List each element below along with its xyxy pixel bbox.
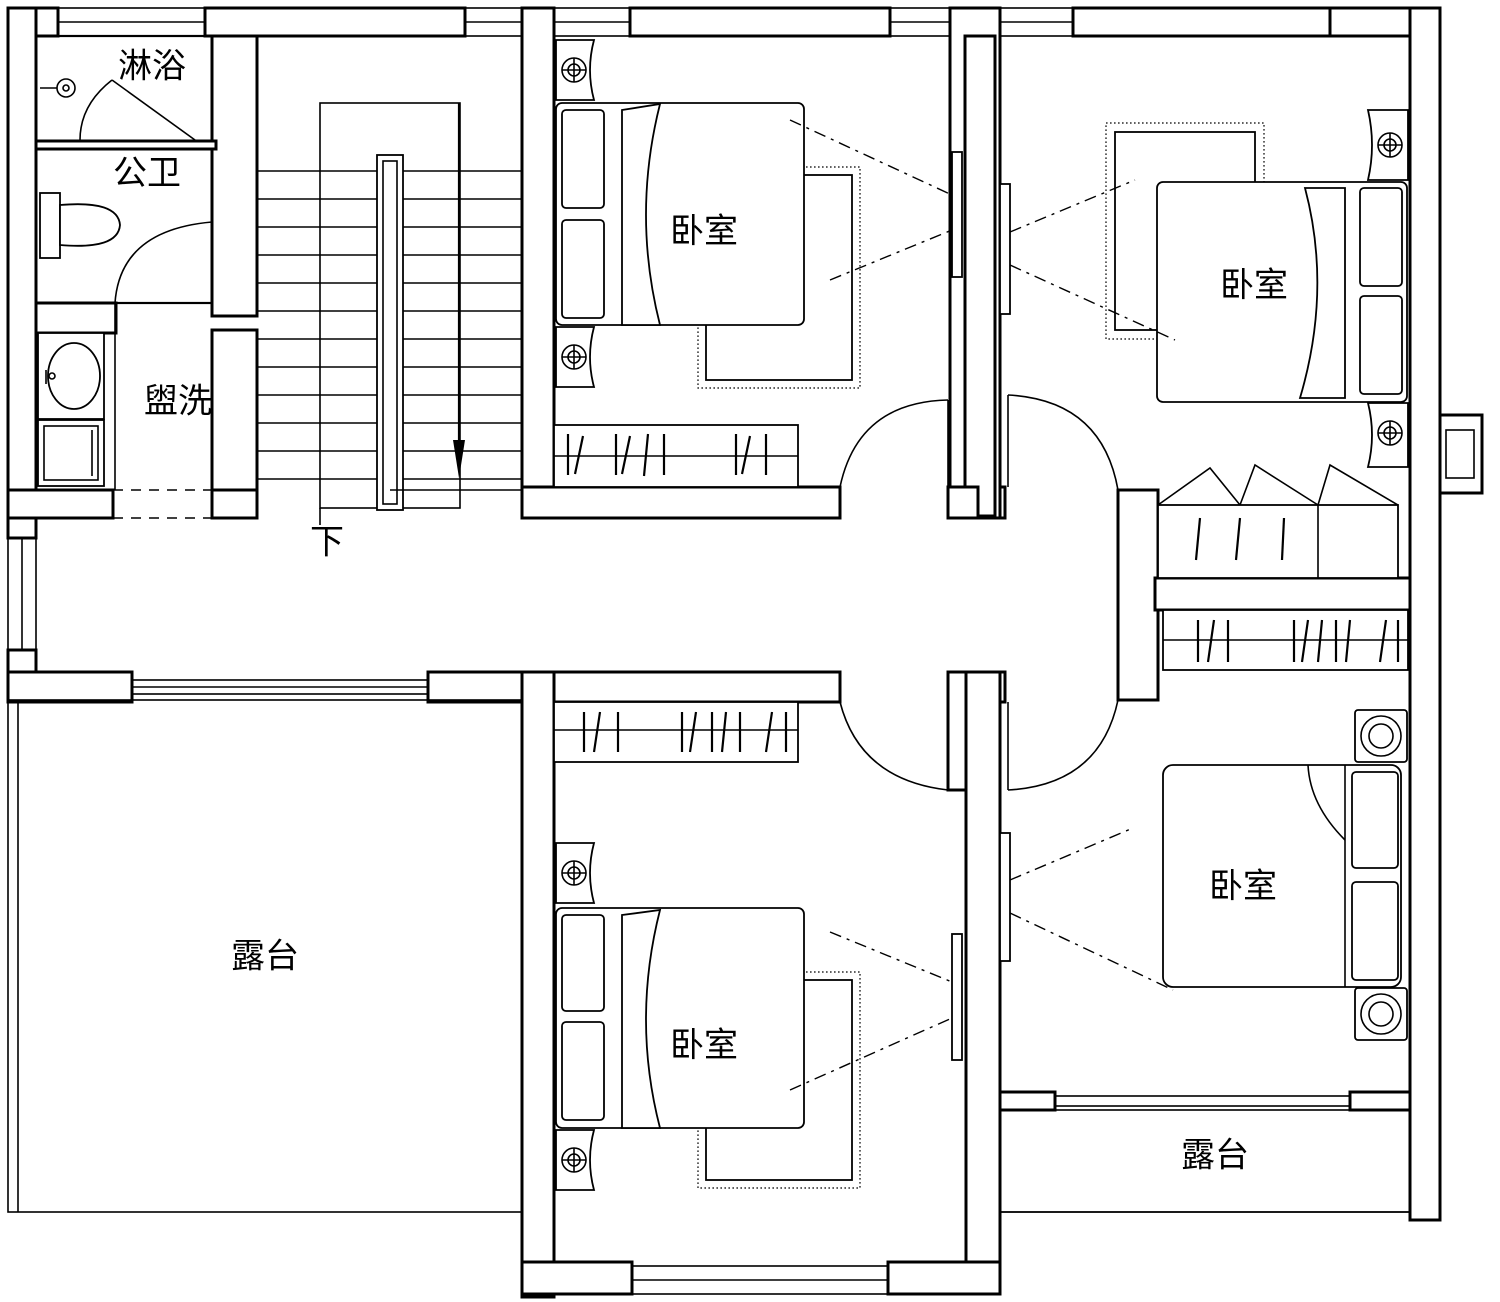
- shower-label: 淋浴: [118, 47, 186, 87]
- bathrooms: [34, 34, 218, 519]
- stair-down-label: 下: [310, 523, 344, 563]
- walls: [6, 6, 1484, 1299]
- bedroom-4-label: 卧室: [1209, 867, 1277, 907]
- room-labels: 淋浴 公卫 盥洗 下 卧室 卧室 卧室 卧室 露台 露台: [113, 47, 1288, 1176]
- bedroom-2-label: 卧室: [1220, 266, 1288, 306]
- bedroom-1-label: 卧室: [670, 212, 738, 252]
- wash-label: 盥洗: [144, 382, 212, 422]
- bedroom-4-furniture: [999, 609, 1409, 1041]
- terrace-large-label: 露台: [231, 937, 299, 977]
- bedroom-3-label: 卧室: [670, 1026, 738, 1066]
- bedroom-3-furniture: [553, 701, 963, 1191]
- bedroom-2-furniture: [999, 109, 1409, 579]
- terrace-small-label: 露台: [1181, 1136, 1249, 1176]
- corridor-doors: [839, 490, 1119, 791]
- bedroom-1-furniture: [553, 39, 963, 488]
- staircase: [257, 102, 522, 525]
- public-wc-label: 公卫: [113, 154, 181, 194]
